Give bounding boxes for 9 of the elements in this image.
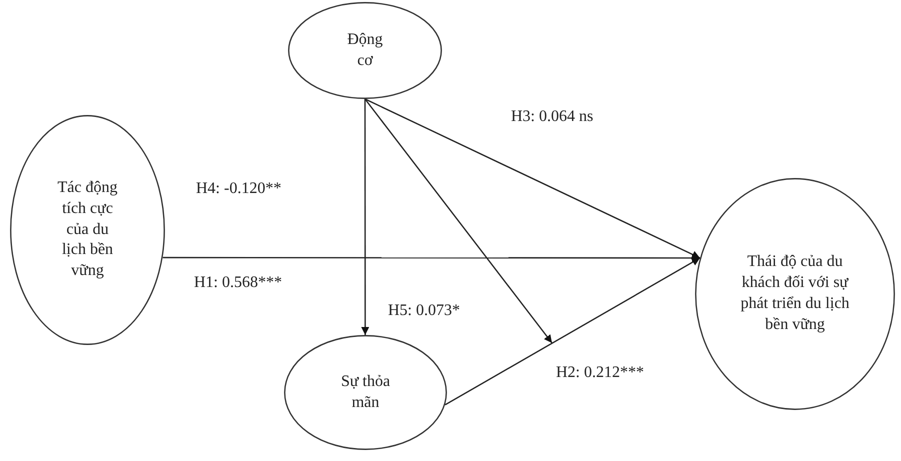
arrow xyxy=(361,99,370,335)
node-label: Tác động tích cực của du lịch bền vững xyxy=(56,178,118,282)
arrow xyxy=(444,257,700,406)
arrow xyxy=(162,254,700,262)
arrow xyxy=(364,98,700,259)
arrow xyxy=(364,98,553,344)
node-label: Sự thỏa mãn xyxy=(340,372,392,412)
node-label: Thái độ của du khách đối với sự phát triển du lịch bền vững xyxy=(740,252,850,335)
node-label: Động cơ xyxy=(346,30,384,70)
